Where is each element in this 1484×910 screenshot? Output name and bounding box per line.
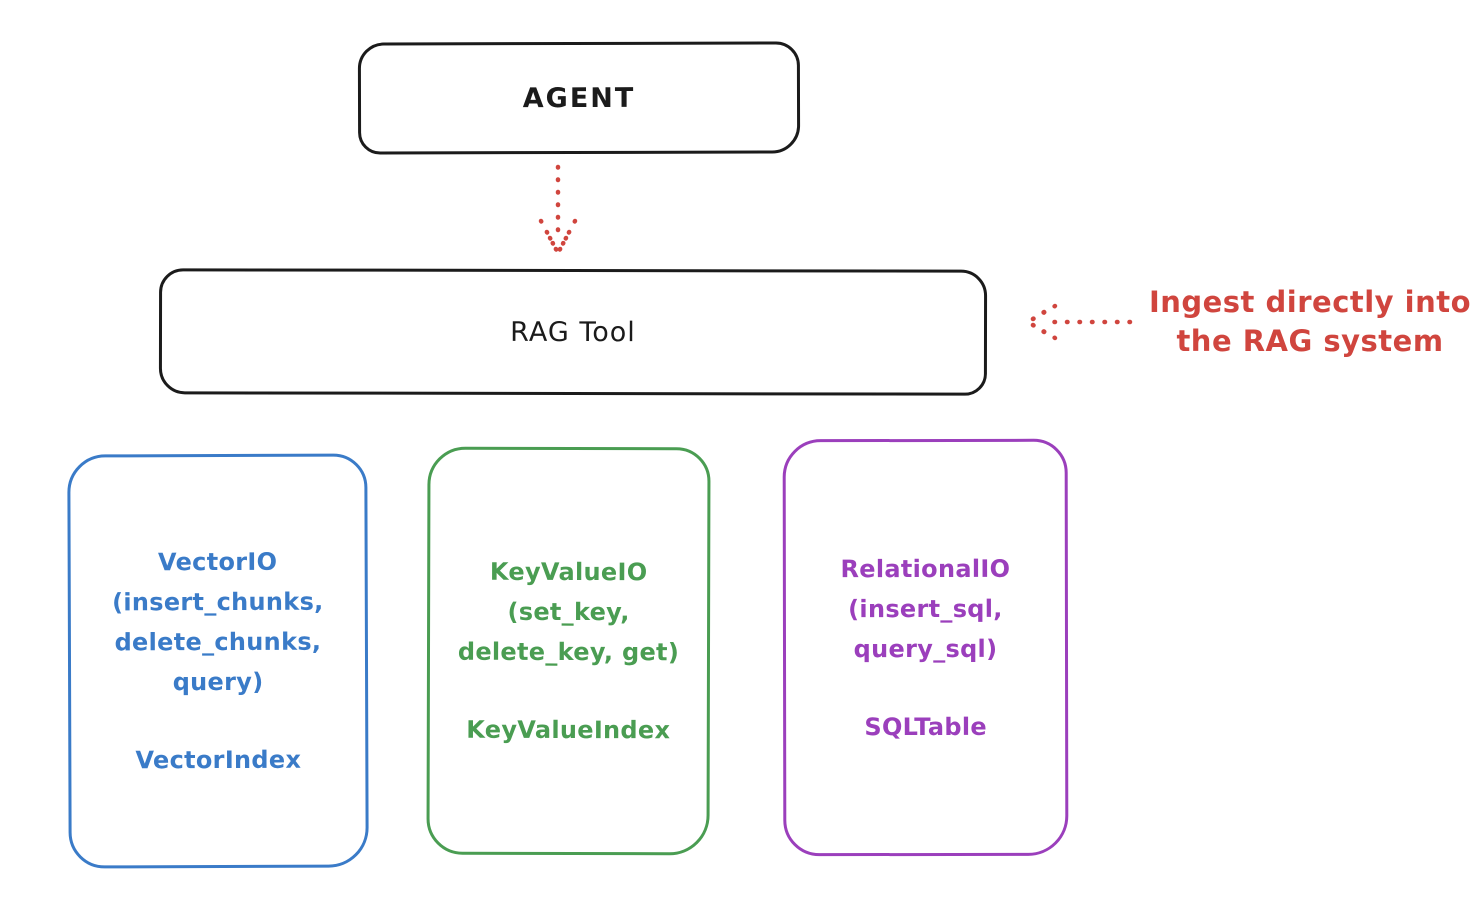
- relational-io-box: RelationalIO (insert_sql, query_sql) SQL…: [782, 438, 1069, 857]
- rag-tool-node: RAG Tool: [158, 268, 988, 396]
- vector-io-methods-line3: query): [172, 667, 264, 697]
- keyvalue-io-box: KeyValueIO (set_key, delete_key, get) Ke…: [426, 446, 711, 856]
- ingest-annotation: Ingest directly into the RAG system: [1138, 283, 1482, 361]
- agent-label: AGENT: [522, 82, 636, 114]
- agent-node: AGENT: [357, 41, 801, 155]
- vector-io-box: VectorIO (insert_chunks, delete_chunks, …: [67, 453, 369, 869]
- relational-io-title: RelationalIO: [840, 554, 1011, 583]
- ingest-annotation-line1: Ingest directly into: [1148, 285, 1472, 319]
- arrow-agent-to-rag: [538, 164, 578, 256]
- keyvalue-io-methods-line2: delete_key, get): [457, 637, 680, 667]
- keyvalue-io-title: KeyValueIO: [489, 557, 648, 587]
- arrow-ingest-to-rag: [1025, 303, 1133, 341]
- sql-table-label: SQLTable: [864, 712, 987, 741]
- keyvalue-io-methods-line1: (set_key,: [507, 597, 630, 627]
- vector-index-label: VectorIndex: [135, 745, 302, 775]
- ingest-annotation-line2: the RAG system: [1176, 324, 1444, 358]
- relational-io-methods-line2: query_sql): [853, 634, 998, 663]
- vector-io-title: VectorIO: [157, 547, 278, 577]
- vector-io-methods-line1: (insert_chunks,: [111, 587, 324, 617]
- keyvalue-index-label: KeyValueIndex: [466, 715, 671, 745]
- rag-tool-label: RAG Tool: [510, 316, 636, 348]
- relational-io-methods-line1: (insert_sql,: [848, 594, 1003, 623]
- vector-io-methods-line2: delete_chunks,: [114, 627, 322, 657]
